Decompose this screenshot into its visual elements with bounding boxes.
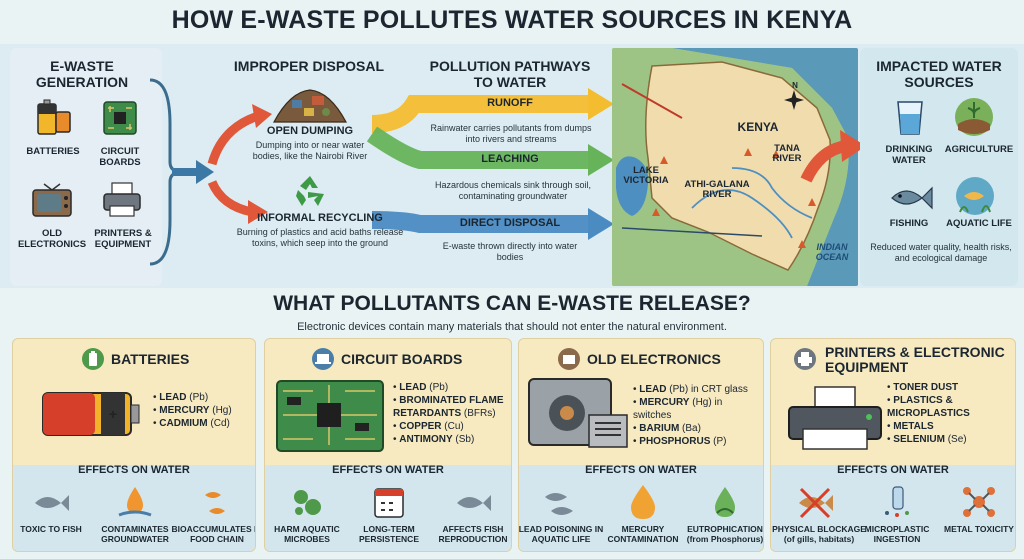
compass-north-label: N (792, 81, 798, 90)
effect-toxic-to-fish: TOXIC TO FISH (20, 524, 82, 534)
batteries-pollutant-list: • LEAD (Pb) • MERCURY (Hg) • CADMIUM (Cd… (153, 392, 232, 429)
effect-lead-poisoning: LEAD POISONING IN AQUATIC LIFE (518, 524, 604, 544)
impacted-item-fishing: FISHING (889, 218, 929, 229)
effect-physical-blockage: PHYSICAL BLOCKAGE (of gills, habitats) (772, 524, 866, 544)
informal-recycling-desc: Burning of plastics and acid baths relea… (236, 227, 404, 248)
fish-reproduction-icon (457, 495, 491, 511)
impacted-item-agriculture: AGRICULTURE (944, 144, 1014, 155)
fish-icon (891, 186, 933, 210)
food-chain-icon (205, 492, 225, 514)
open-dumping-desc: Dumping into or near water bodies, like … (252, 140, 368, 161)
toxic-fish-icon (35, 495, 69, 511)
card-title-circuit-boards: CIRCUIT BOARDS (341, 351, 463, 367)
effect-contaminates-groundwater: CONTAMINATES GROUNDWATER (101, 524, 169, 544)
impacted-water-title: IMPACTED WATER SOURCES (876, 58, 1002, 90)
improper-disposal-title: IMPROPER DISPOSAL (233, 58, 385, 74)
effect-long-term-persistence: LONG-TERM PERSISTENCE (359, 524, 419, 544)
leaching-label: LEACHING (481, 153, 539, 165)
eutrophication-icon (715, 487, 735, 517)
effects-title: EFFECTS ON WATER (78, 464, 190, 476)
battery-badge-icon (82, 348, 104, 370)
blocked-fish-icon (799, 487, 833, 519)
effect-metal-toxicity: METAL TOXICITY (944, 524, 1014, 534)
printer-icon (103, 182, 141, 217)
printers-pollutant-list: • TONER DUST • PLASTICS & MICROPLASTICS … (887, 382, 970, 445)
card-old-electronics: OLD ELECTRONICS • LEAD (Pb) in CRT glass… (518, 338, 764, 552)
ewaste-generation-panel (10, 48, 162, 286)
impact-arrow (800, 130, 866, 183)
card-title-old-electronics: OLD ELECTRONICS (587, 351, 721, 367)
mercury-drop-icon (631, 485, 655, 519)
kenya-map: KENYA LAKE VICTORIA TANA RIVER ATHI-GALA… (612, 48, 858, 286)
informal-recycling-label: INFORMAL RECYCLING (257, 212, 383, 224)
circuit-pollutant-list: • LEAD (Pb) • BROMINATED FLAME RETARDANT… (393, 382, 504, 445)
pollution-pathways-title: POLLUTION PATHWAYS TO WATER (429, 58, 591, 90)
calendar-icon (374, 488, 404, 518)
printer-badge-icon (794, 348, 816, 370)
page-title: HOW E-WASTE POLLUTES WATER SOURCES IN KE… (171, 6, 853, 34)
runoff-label: RUNOFF (487, 97, 533, 109)
generation-item-old-electronics: OLD ELECTRONICS (17, 228, 87, 250)
effects-title: EFFECTS ON WATER (585, 464, 697, 476)
leaching-desc: Hazardous chemicals sink through soil, c… (434, 180, 592, 201)
effect-bioaccumulates: BIOACCUMULATES IN FOOD CHAIN (171, 524, 256, 544)
impacted-item-drinking-water: DRINKING WATER (885, 144, 933, 166)
old-electronics-pollutant-list: • LEAD (Pb) in CRT glass • MERCURY (Hg) … (633, 384, 748, 447)
groundwater-icon (118, 487, 152, 517)
generation-item-batteries: BATTERIES (26, 146, 80, 157)
effect-affects-fish-reproduction: AFFECTS FISH REPRODUCTION (438, 524, 508, 544)
map-shape (612, 48, 858, 286)
pollutants-subtitle: Electronic devices contain many material… (297, 321, 727, 333)
card-circuit-boards: CIRCUIT BOARDS • LEAD (Pb) • BROMINATED … (264, 338, 512, 552)
ewaste-generation-title: E-WASTE GENERATION (35, 58, 129, 90)
recycle-icon (296, 176, 324, 206)
lead-fish-icon (545, 493, 573, 515)
pollutants-title: WHAT POLLUTANTS CAN E-WASTE RELEASE? (273, 292, 751, 315)
large-battery-icon: + (42, 392, 140, 436)
metal-toxicity-icon (963, 487, 995, 517)
effects-title: EFFECTS ON WATER (837, 464, 949, 476)
map-label-kenya: KENYA (737, 120, 779, 134)
impacted-water-panel (860, 48, 1018, 286)
impacted-desc: Reduced water quality, health risks, and… (870, 242, 1012, 263)
open-dumping-label: OPEN DUMPING (266, 125, 354, 137)
agriculture-icon (955, 98, 993, 136)
map-label-athi-galana-river: ATHI-GALANA RIVER (684, 179, 750, 200)
direct-disposal-label: DIRECT DISPOSAL (459, 217, 561, 229)
old-tv-icon (32, 183, 72, 217)
microplastic-icon (885, 486, 909, 517)
map-label-indian-ocean: INDIAN OCEAN (815, 242, 849, 262)
card-batteries: BATTERIES + • LEAD (Pb) • MERCURY (Hg) •… (12, 338, 256, 552)
circuit-board-icon (103, 101, 137, 135)
crt-monitor-icon (528, 378, 628, 448)
pcb-icon (276, 380, 384, 452)
microbes-icon (294, 490, 321, 515)
trash-pile-icon (272, 89, 348, 123)
effect-microplastic-ingestion: MICROPLASTIC INGESTION (864, 524, 930, 544)
effect-mercury-contamination: MERCURY CONTAMINATION (607, 524, 679, 544)
large-printer-icon (788, 386, 882, 450)
map-label-tana-river: TANA RIVER (772, 143, 802, 164)
generation-item-circuit-boards: CIRCUIT BOARDS (99, 146, 141, 168)
card-title-batteries: BATTERIES (111, 351, 190, 367)
battery-icon (37, 99, 71, 135)
direct-disposal-desc: E-waste thrown directly into water bodie… (442, 241, 578, 262)
impacted-item-aquatic-life: AQUATIC LIFE (946, 218, 1012, 229)
effect-eutrophication: EUTROPHICATION (from Phosphorus) (686, 524, 764, 544)
aquatic-life-icon (956, 177, 994, 215)
generation-item-printers: PRINTERS & EQUIPMENT (94, 228, 152, 250)
svg-text:+: + (109, 406, 117, 422)
card-title-printers: PRINTERS & ELECTRONIC EQUIPMENT (825, 344, 1005, 375)
map-label-lake-victoria: LAKE VICTORIA (623, 165, 669, 186)
runoff-desc: Rainwater carries pollutants from dumps … (430, 123, 592, 144)
effect-harm-aquatic-microbes: HARM AQUATIC MICROBES (274, 524, 340, 544)
flow-arrows (149, 78, 612, 266)
tv-badge-icon (558, 348, 580, 370)
laptop-badge-icon (312, 348, 334, 370)
water-glass-icon (897, 101, 923, 135)
card-printers: PRINTERS & ELECTRONIC EQUIPMENT • TONER … (770, 338, 1016, 552)
effects-title: EFFECTS ON WATER (332, 464, 444, 476)
